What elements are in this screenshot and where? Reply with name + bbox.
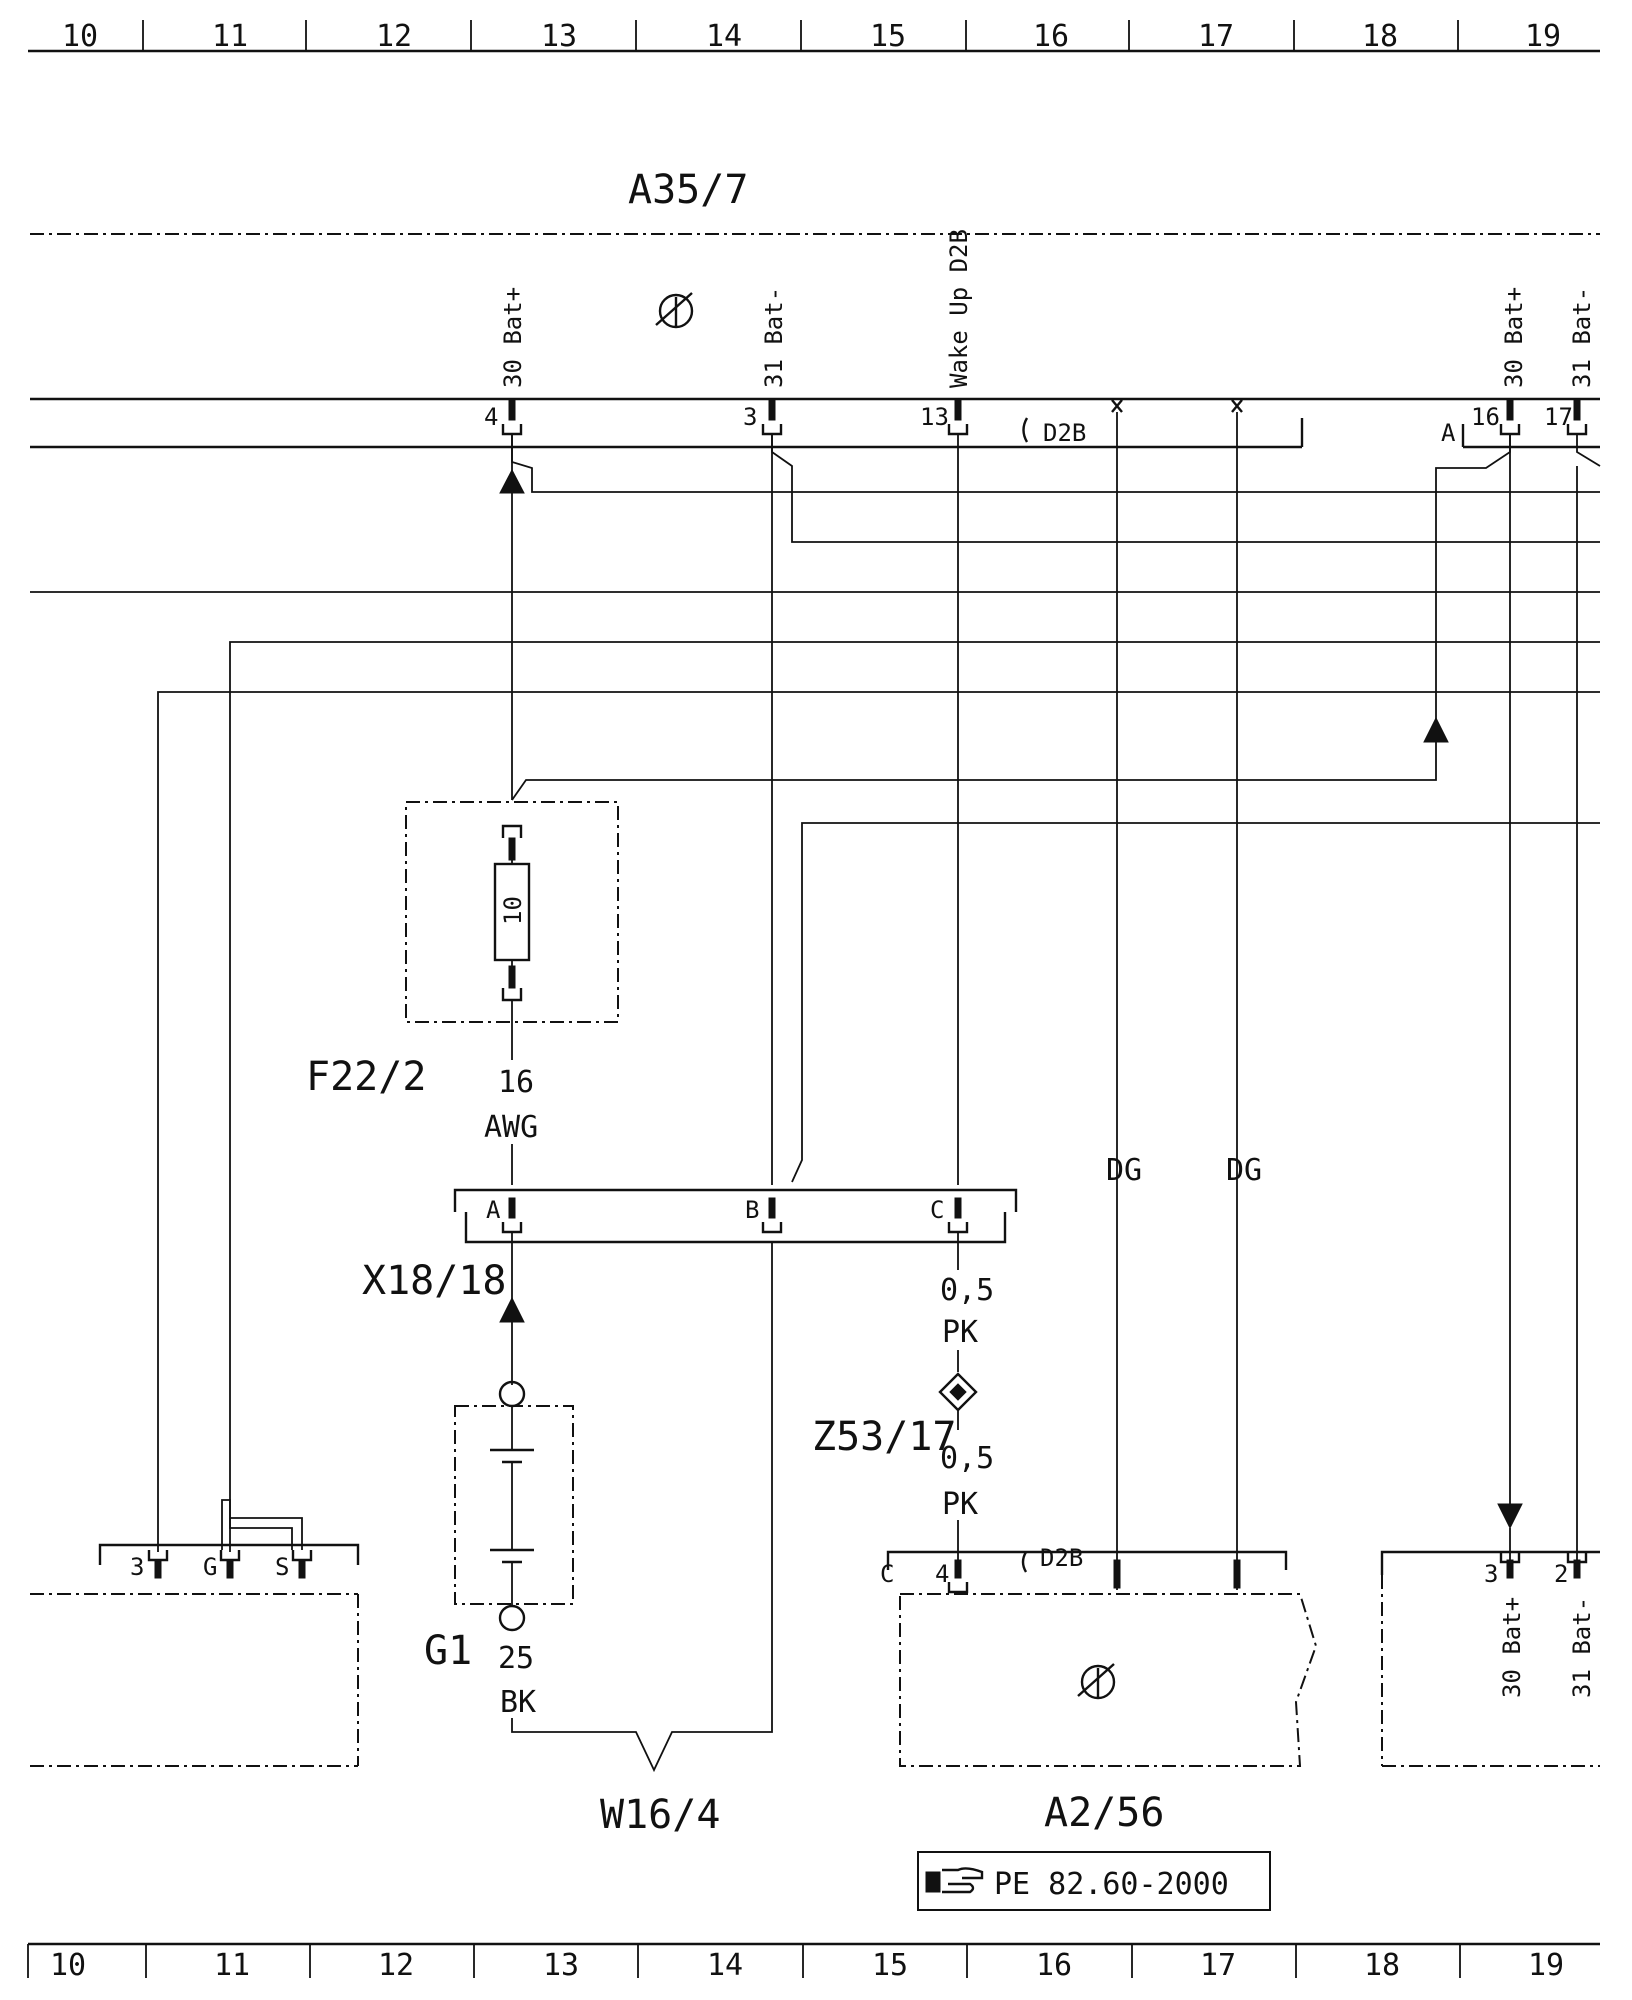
splice-wire-color-bottom: PK <box>942 1487 978 1522</box>
right-pin-label-31-bat-minus: 31 Bat- <box>1568 287 1596 388</box>
pin-number-13: 13 <box>920 403 949 431</box>
component-a2-56-label: A2/56 <box>1044 1790 1164 1836</box>
left-module-pin-3: 3 <box>130 1553 144 1581</box>
grid-top-14: 14 <box>706 19 742 54</box>
right-module-label-30-bat-plus: 30 Bat+ <box>1498 1597 1526 1698</box>
pin-label-wake-up-d2b: Wake Up D2B <box>945 229 973 388</box>
component-z53-17-label: Z53/17 <box>812 1414 957 1460</box>
arrow-up-icon <box>499 1296 525 1323</box>
right-letter-a: A <box>1441 419 1456 447</box>
right-pin-label-30-bat-plus: 30 Bat+ <box>1500 287 1528 388</box>
grid-bottom-11: 11 <box>214 1948 250 1983</box>
grid-bottom-17: 17 <box>1200 1948 1236 1983</box>
component-f22-2-label: F22/2 <box>306 1054 426 1100</box>
right-module <box>1380 1550 1600 1767</box>
module-a2-56 <box>886 1550 1318 1767</box>
pin-label-30-bat-plus: 30 Bat+ <box>499 287 527 388</box>
grid-bottom-12: 12 <box>378 1948 414 1983</box>
pointing-hand-icon <box>925 1867 984 1894</box>
battery-wire-size: 25 <box>498 1641 534 1676</box>
pin-label-31-bat-minus: 31 Bat- <box>760 287 788 388</box>
top-grid-bar: 10 11 12 13 14 15 16 17 18 19 <box>28 19 1600 54</box>
component-g1-label: G1 <box>424 1628 472 1674</box>
grid-bottom-10: 10 <box>50 1948 86 1983</box>
reference-text: PE 82.60-2000 <box>994 1867 1229 1902</box>
a2-56-pin-4: 4 <box>935 1560 949 1588</box>
connector-x18-18-housing <box>453 1188 1018 1244</box>
grid-top-10: 10 <box>62 19 98 54</box>
reference-box <box>917 1851 1271 1911</box>
component-a35-7-label: A35/7 <box>628 167 748 213</box>
pin-number-3: 3 <box>743 403 757 431</box>
component-w16-4-label: W16/4 <box>600 1792 720 1838</box>
grid-bottom-13: 13 <box>543 1948 579 1983</box>
grid-top-12: 12 <box>376 19 412 54</box>
electronic-module-icon <box>655 292 694 329</box>
a2-56-d2b-label: D2B <box>1040 1544 1083 1572</box>
connector-pin-a: A <box>486 1196 501 1224</box>
battery-wire-color: BK <box>500 1685 536 1720</box>
fuse-icon <box>493 824 531 1002</box>
grid-top-16: 16 <box>1033 19 1069 54</box>
battery-icon <box>490 1380 534 1632</box>
fuse-wire-size: 16 <box>498 1065 534 1100</box>
battery-g1-housing <box>454 1405 574 1605</box>
left-module <box>30 1543 360 1767</box>
d2b-wire-2-color: DG <box>1226 1153 1262 1188</box>
connector-pin-b: B <box>745 1196 759 1224</box>
splice-wire-size-top: 0,5 <box>940 1273 994 1308</box>
connector-pin-c: C <box>930 1196 944 1224</box>
d2b-fiber-lines <box>1113 412 1241 1590</box>
a2-56-letter-c: C <box>880 1560 894 1588</box>
grid-bottom-16: 16 <box>1036 1948 1072 1983</box>
bat-plus-line <box>499 434 1449 801</box>
fuse-value: 10 <box>499 896 527 925</box>
grid-top-15: 15 <box>870 19 906 54</box>
ground-point-w16-4 <box>511 1242 773 1773</box>
grid-bottom-14: 14 <box>707 1948 743 1983</box>
grid-top-11: 11 <box>212 19 248 54</box>
grid-top-13: 13 <box>541 19 577 54</box>
grid-bottom-15: 15 <box>872 1948 908 1983</box>
left-module-pin-g: G <box>203 1553 217 1581</box>
right-module-label-31-bat-minus: 31 Bat- <box>1568 1597 1596 1698</box>
fuse-wire-color: AWG <box>484 1110 538 1145</box>
pin-number-4: 4 <box>484 403 498 431</box>
right-module-pin-3: 3 <box>1484 1560 1498 1588</box>
bottom-grid-bar: 10 11 12 13 14 15 16 17 18 19 <box>27 1942 1600 1983</box>
component-x18-18-label: X18/18 <box>362 1258 507 1304</box>
d2b-bus-label: D2B <box>1043 419 1086 447</box>
harness-lines <box>30 434 1601 1552</box>
grid-top-18: 18 <box>1362 19 1398 54</box>
splice-wire-size-bottom: 0,5 <box>940 1441 994 1476</box>
d2b-wire-1-color: DG <box>1106 1153 1142 1188</box>
splice-wire-color-top: PK <box>942 1315 978 1350</box>
grid-top-19: 19 <box>1525 19 1561 54</box>
grid-bottom-19: 19 <box>1528 1948 1564 1983</box>
left-module-pin-s: S <box>275 1553 289 1581</box>
grid-bottom-18: 18 <box>1364 1948 1400 1983</box>
splice-diamond-icon <box>938 1372 978 1412</box>
right-pin-number-16: 16 <box>1471 403 1500 431</box>
grid-top-17: 17 <box>1198 19 1234 54</box>
right-module-pin-2: 2 <box>1554 1560 1568 1588</box>
